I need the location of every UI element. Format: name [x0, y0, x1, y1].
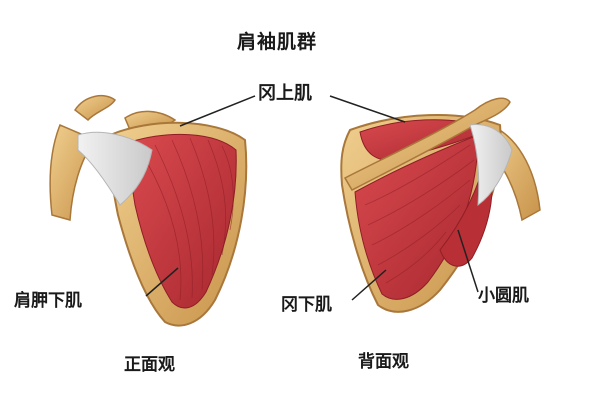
label-subscapularis: 肩胛下肌	[14, 291, 82, 311]
back-scapular-spine	[343, 97, 511, 191]
leader-infraspinatus	[351, 269, 387, 301]
infraspinatus-fibers	[364, 144, 475, 284]
leader-subscapularis	[145, 267, 179, 297]
subscapularis-fibers	[139, 137, 234, 301]
leader-lines	[145, 95, 479, 301]
leader-supraspinatus-back	[329, 95, 406, 123]
back-tendon	[469, 123, 513, 207]
label-supraspinatus: 冈上肌	[258, 83, 312, 104]
front-view-figure	[49, 94, 248, 327]
back-view-figure	[340, 97, 541, 313]
page-title: 肩袖肌群	[237, 31, 318, 53]
leader-supraspinatus-front	[179, 95, 256, 127]
caption-back-view: 背面观	[358, 352, 409, 372]
front-coracoid	[73, 94, 116, 122]
front-tendon	[77, 131, 153, 206]
leader-teres-minor	[457, 229, 479, 293]
label-teres-minor: 小圆肌	[478, 286, 529, 306]
caption-front-view: 正面观	[124, 355, 175, 375]
label-infraspinatus: 冈下肌	[281, 295, 332, 315]
subscapularis-muscle	[128, 134, 237, 309]
infraspinatus-muscle	[354, 134, 479, 300]
